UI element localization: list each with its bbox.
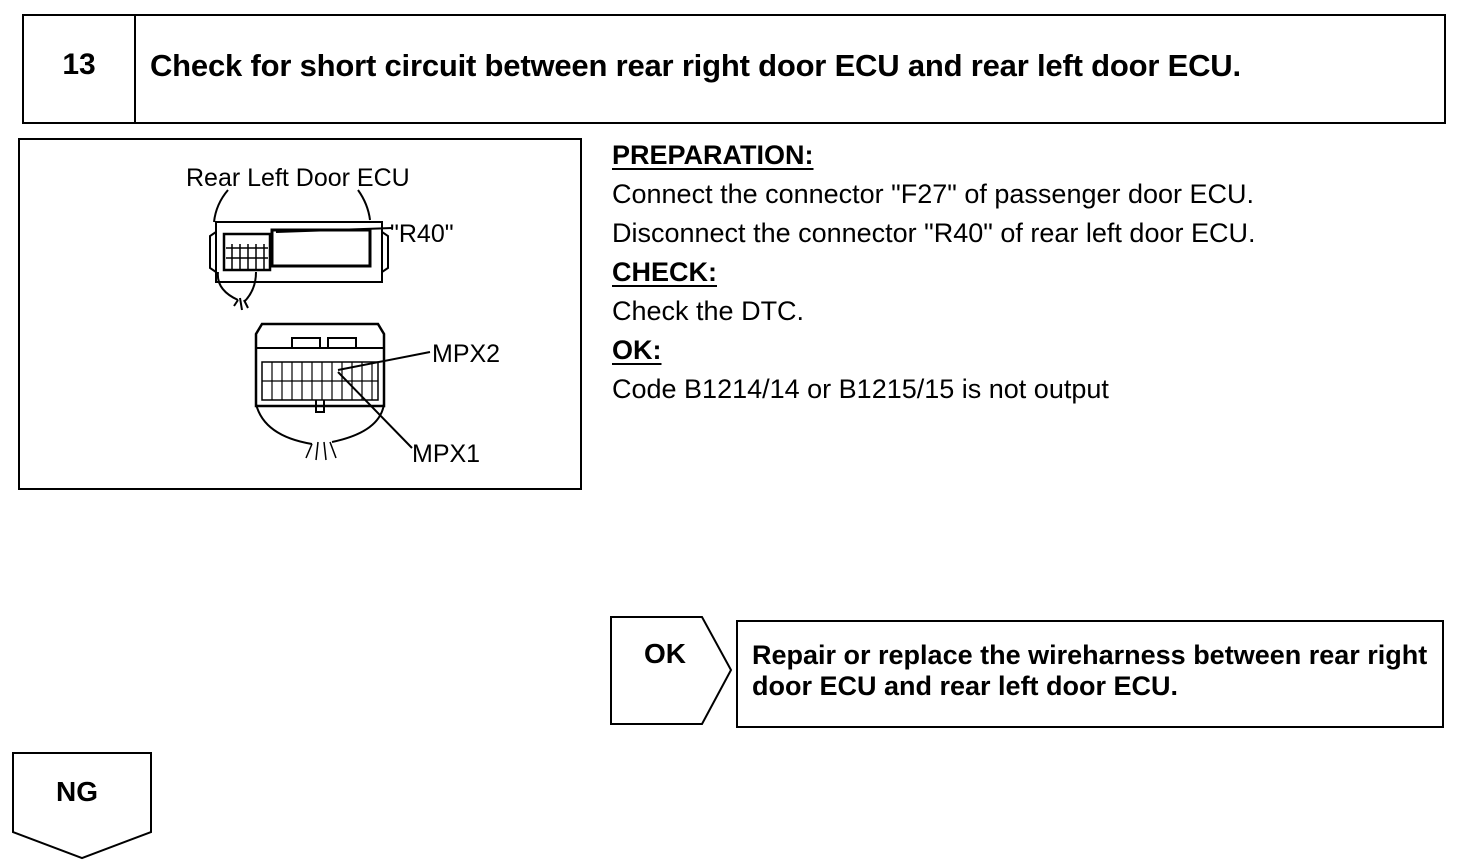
harness-wires (255, 403, 385, 445)
connector-illustration (209, 189, 431, 461)
ok-arrow-tab (610, 616, 733, 725)
step-title: Check for short circuit between rear rig… (150, 48, 1241, 83)
ok-result-text: Repair or replace the wireharness betwee… (752, 640, 1428, 701)
check-line: Check the DTC. (612, 296, 805, 326)
pin-label-mpx2: MPX2 (432, 340, 501, 368)
connector-diagram: Rear Left Door ECU "R40" MPX2 MPX1 (18, 138, 582, 490)
leader-line (357, 189, 371, 221)
ecu-body (215, 221, 383, 283)
instructions: PREPARATION: Connect the connector "F27"… (612, 136, 1452, 409)
connector-label: "R40" (390, 220, 454, 248)
r40-leader (275, 227, 393, 233)
check-heading: CHECK: (612, 257, 717, 287)
ecu-tab (209, 231, 217, 273)
step-header: 13 Check for short circuit between rear … (22, 14, 1446, 124)
preparation-line: Connect the connector "F27" of passenger… (612, 179, 1255, 209)
ecu-window (270, 228, 372, 268)
step-number: 13 (24, 16, 136, 122)
ok-label: OK (644, 638, 686, 669)
leader-line (213, 189, 229, 223)
mpx1-leader (337, 371, 413, 449)
ok-condition: Code B1214/14 or B1215/15 is not output (612, 374, 1109, 404)
ok-result-box: Repair or replace the wireharness betwee… (736, 620, 1444, 728)
ecu-title-label: Rear Left Door ECU (186, 164, 410, 192)
ecu-wires (216, 271, 257, 311)
pin-label-mpx1: MPX1 (412, 440, 481, 468)
preparation-heading: PREPARATION: (612, 140, 814, 170)
r40-connector (222, 232, 272, 272)
ok-heading: OK: (612, 335, 662, 365)
ng-arrow-tab (12, 752, 152, 860)
ng-label: NG (56, 776, 98, 807)
ecu-tab (381, 231, 389, 273)
preparation-line: Disconnect the connector "R40" of rear l… (612, 218, 1256, 248)
mpx2-leader (337, 351, 431, 371)
